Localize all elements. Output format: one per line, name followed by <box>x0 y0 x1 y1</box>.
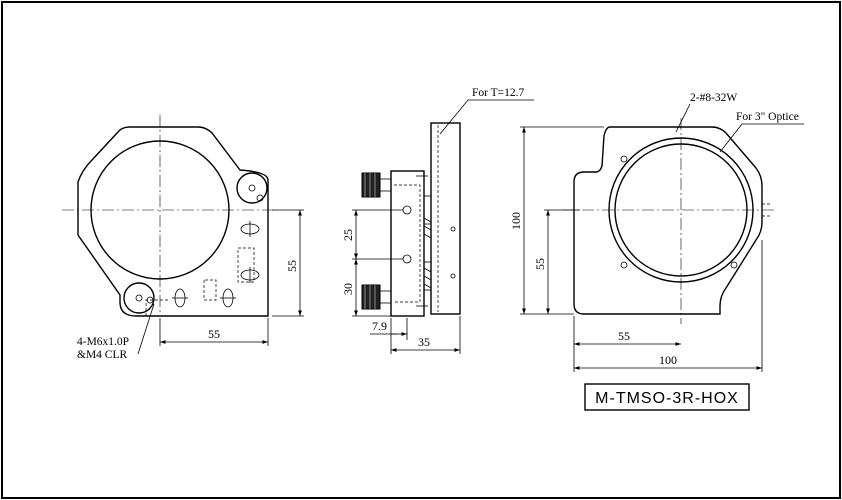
rear-height-dim: 55 <box>533 258 547 270</box>
front-height-dim: 55 <box>285 260 299 272</box>
side-view: For T=12.7 25 30 7.9 35 <box>341 87 534 354</box>
front-mount-hole-2 <box>220 288 236 308</box>
front-mount-hole-3 <box>240 221 260 237</box>
side-optic-ring <box>430 122 461 315</box>
mount-note-line2: &M4 CLR <box>77 349 127 361</box>
part-number-box: M-TMSO-3R-HOX <box>584 383 750 411</box>
tap-note: 2-#8-32W <box>690 92 737 104</box>
front-width-dim: 55 <box>208 327 220 341</box>
side-dim-7-9: 7.9 <box>372 319 387 333</box>
side-adjuster-knob-top <box>361 172 392 198</box>
side-dim-35: 35 <box>418 335 430 349</box>
rear-view-outline <box>573 126 763 315</box>
side-adjuster-knob-bottom <box>361 284 392 310</box>
side-knurl-top <box>423 217 432 239</box>
rear-view: 2-#8-32W For 3" Optice 100 55 55 100 <box>509 92 804 372</box>
front-view: 55 55 4-M6x1.0P &M4 CLR <box>62 115 304 361</box>
mount-note-leader <box>137 303 155 355</box>
rear-width-dim: 55 <box>618 329 630 343</box>
side-knurl-bottom <box>423 267 432 289</box>
thickness-note-leader <box>439 99 534 135</box>
side-dim-30: 30 <box>341 283 355 295</box>
front-adjuster-bottom <box>123 282 155 314</box>
front-view-outline <box>77 126 269 317</box>
part-number: M-TMSO-3R-HOX <box>595 390 739 407</box>
rear-overall-height-dim: 100 <box>509 212 523 230</box>
front-mount-hole-4 <box>240 267 260 283</box>
thickness-note: For T=12.7 <box>472 87 525 99</box>
mount-note-line1: 4-M6x1.0P <box>77 336 129 348</box>
side-front-plate <box>390 170 425 317</box>
tap-note-leader <box>675 103 691 133</box>
optic-note: For 3" Optice <box>736 111 799 123</box>
side-dim-25: 25 <box>341 229 355 241</box>
front-adjuster-top <box>236 172 268 204</box>
rear-overall-width-dim: 100 <box>659 353 677 367</box>
front-mount-hole-1 <box>172 288 188 308</box>
optic-note-leader <box>719 123 804 153</box>
